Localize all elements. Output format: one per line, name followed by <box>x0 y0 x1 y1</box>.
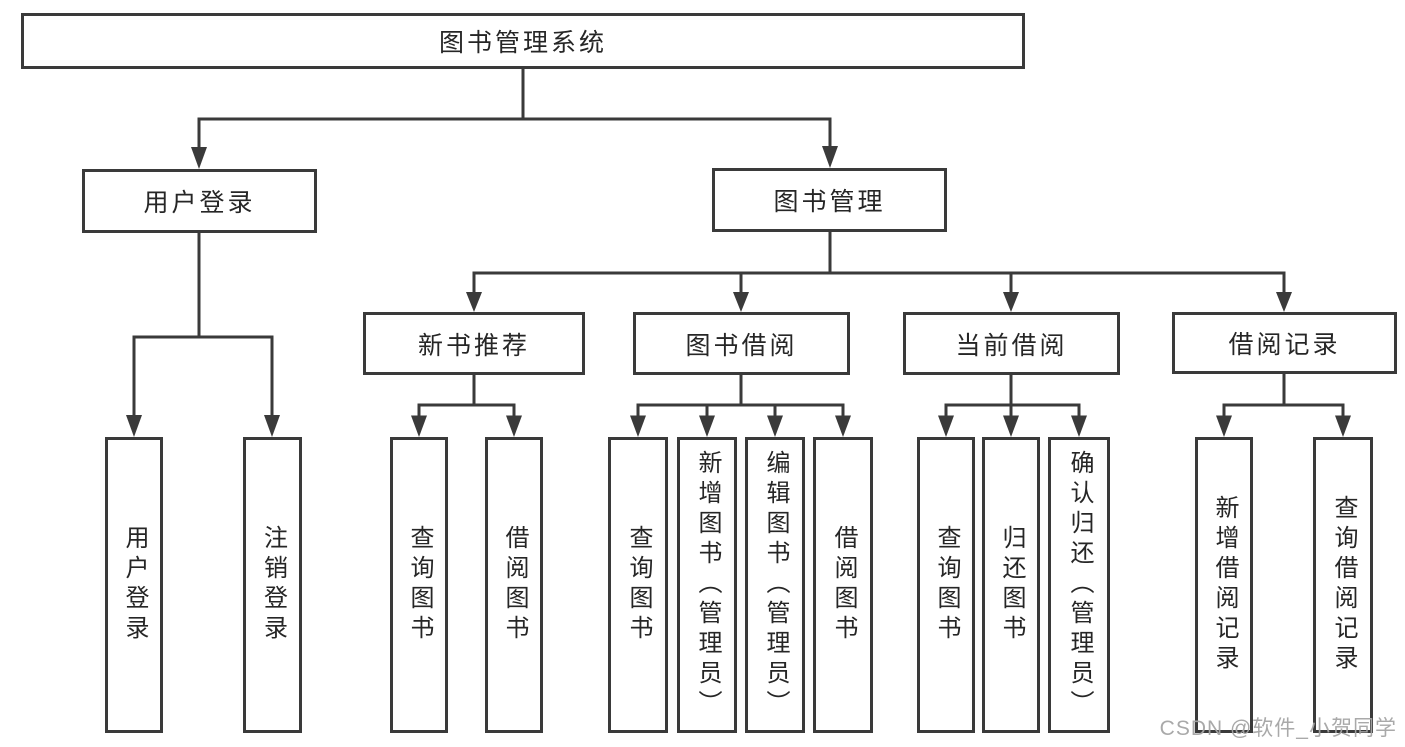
node-label: 新增借阅记录 <box>1211 495 1238 675</box>
node-label: 当前借阅 <box>955 331 1068 360</box>
connector-current-borrowing-to-children <box>938 375 1087 437</box>
node-label: 确认归还（管理员） <box>1066 450 1093 720</box>
node-new-book-recommendation: 新书推荐 <box>363 312 585 375</box>
connector-user-login-to-children <box>126 233 280 437</box>
node-label: 图书管理系统 <box>438 29 607 57</box>
node-label: 查询图书 <box>933 525 960 645</box>
node-label: 编辑图书（管理员） <box>762 450 789 720</box>
node-book-management: 图书管理 <box>712 168 947 232</box>
node-label: 用户登录 <box>143 189 256 217</box>
node-library-management-system: 图书管理系统 <box>21 13 1025 69</box>
node-user-login-action: 用户登录 <box>105 437 163 733</box>
node-search-borrow-record: 查询借阅记录 <box>1313 437 1373 733</box>
node-label: 借阅图书 <box>501 525 528 645</box>
node-label: 图书管理 <box>773 188 886 216</box>
node-label: 查询图书 <box>406 525 433 645</box>
node-logout: 注销登录 <box>243 437 302 733</box>
node-search-books-borrowing: 查询图书 <box>608 437 668 733</box>
csdn-watermark: CSDN @软件_小贺同学 <box>1159 717 1397 740</box>
node-borrow-books: 借阅图书 <box>813 437 873 733</box>
connector-book-management-to-level3 <box>466 232 1292 312</box>
node-label: 图书借阅 <box>685 331 798 360</box>
connector-book-borrowing-to-children <box>630 375 851 437</box>
node-label: 用户登录 <box>121 525 148 645</box>
node-add-books-admin: 新增图书（管理员） <box>677 437 737 733</box>
node-label: 注销登录 <box>259 525 287 645</box>
node-label: 借阅图书 <box>830 525 857 645</box>
node-label: 查询借阅记录 <box>1330 495 1357 675</box>
node-user-login: 用户登录 <box>82 169 317 233</box>
node-label: 新书推荐 <box>417 331 530 360</box>
node-label: 借阅记录 <box>1228 331 1341 359</box>
node-search-books-recommend: 查询图书 <box>390 437 448 733</box>
node-return-books: 归还图书 <box>982 437 1040 733</box>
node-search-books-current: 查询图书 <box>917 437 975 733</box>
connector-borrowing-records-to-children <box>1216 374 1351 437</box>
node-add-borrow-record: 新增借阅记录 <box>1195 437 1253 733</box>
node-label: 归还图书 <box>998 525 1025 645</box>
node-label: 新增图书（管理员） <box>694 450 721 720</box>
node-borrow-books-recommend: 借阅图书 <box>485 437 543 733</box>
node-current-borrowing: 当前借阅 <box>903 312 1120 375</box>
node-label: 查询图书 <box>625 525 652 645</box>
node-confirm-return-admin: 确认归还（管理员） <box>1048 437 1110 733</box>
connector-new-book-recommendation-to-children <box>411 375 522 437</box>
node-book-borrowing: 图书借阅 <box>633 312 850 375</box>
node-borrowing-records: 借阅记录 <box>1172 312 1397 374</box>
connector-root-to-level2 <box>191 69 838 169</box>
node-edit-books-admin: 编辑图书（管理员） <box>745 437 805 733</box>
